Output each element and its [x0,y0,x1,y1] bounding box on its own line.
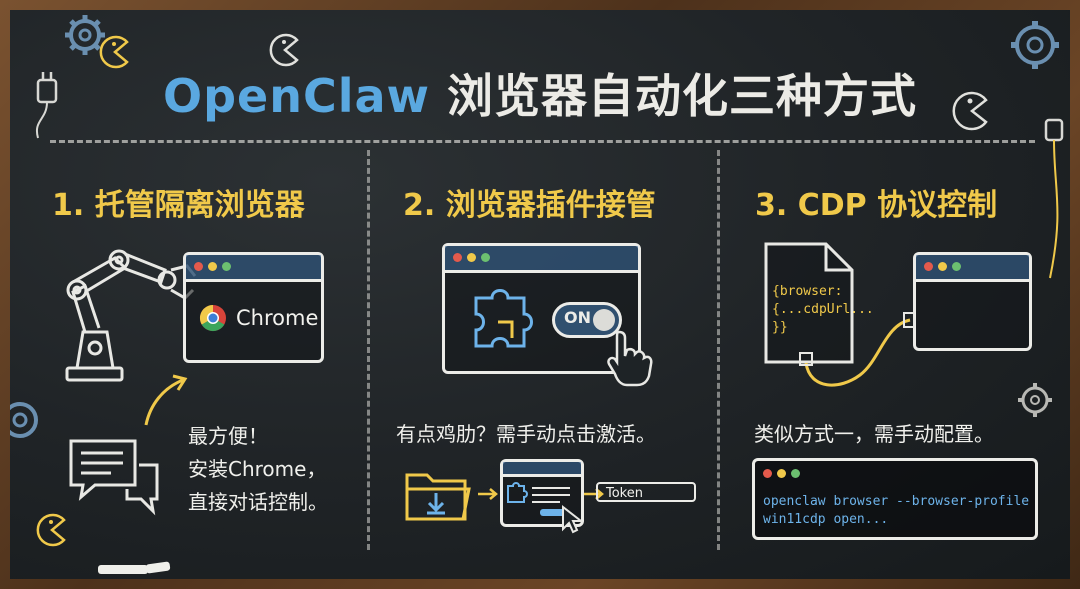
minimize-dot [467,253,476,262]
document-icon [764,242,854,364]
plug-icon [35,72,58,139]
config-snippet: {browser: {...cdpUrl... }} [772,283,874,337]
toggle-label: ON [564,308,591,327]
maximize-dot [481,253,490,262]
chalk-piece [145,561,171,574]
section-1-heading: 1. 托管隔离浏览器 [52,188,305,223]
chrome-label: Chrome [236,306,319,330]
robot-arm-icon [65,249,197,382]
popup-content-icon [507,482,570,516]
minimize-dot [208,262,217,271]
folder-download-icon [405,473,471,521]
maximize-dot [791,469,800,478]
window-titlebar [445,246,638,273]
config-line: }} [772,320,788,335]
config-line: {browser: [772,284,843,299]
page-title: OpenClaw 浏览器自动化三种方式 [10,60,1070,126]
gear-icon [1018,383,1052,417]
close-dot [194,262,203,271]
puzzle-icon [474,289,533,348]
terminal-command-line: openclaw browser --browser-profile [763,494,1030,509]
gear-icon [1011,21,1059,69]
window-titlebar [503,462,581,477]
arrow-icon [584,488,604,500]
maximize-dot [952,262,961,271]
pacman-icon [952,91,988,131]
pacman-icon [269,33,299,67]
terminal-command-line: win11cdp open... [763,512,889,527]
chalk-piece [98,565,148,574]
section-2-caption: 有点鸡肋？需手动点击激活。 [396,422,656,446]
chrome-row: Chrome [198,303,318,333]
title-text: 浏览器自动化三种方式 [447,69,918,123]
title-divider [50,140,1035,143]
maximize-dot [222,262,231,271]
caption-line: 直接对话控制。 [188,490,328,514]
minimize-dot [938,262,947,271]
pacman-icon [99,35,129,69]
gear-icon [65,15,105,55]
pacman-icon [36,513,66,547]
column-divider [717,150,720,550]
arrow-icon [478,488,498,500]
brand-name: OpenClaw [162,69,431,123]
close-dot [924,262,933,271]
window-titlebar [916,255,1029,282]
section-3-caption: 类似方式一，需手动配置。 [754,422,994,446]
pointer-cursor-icon [562,504,584,534]
section-1-caption: 最方便！ 安装Chrome， 直接对话控制。 [188,420,328,519]
chalkboard: OpenClaw 浏览器自动化三种方式 1. 托管隔离浏览器 [10,10,1070,579]
column-divider [367,150,370,550]
plug-icon [1044,118,1064,279]
cable-icon [799,312,915,387]
toggle-knob [593,309,615,331]
chat-bubbles-icon [69,439,159,516]
caption-line: 安装Chrome， [188,457,327,481]
browser-window [913,252,1032,351]
close-dot [453,253,462,262]
token-field[interactable]: Token [596,482,696,502]
browser-window: Chrome [183,252,324,363]
window-titlebar [186,255,321,282]
gear-icon [10,402,38,438]
section-2-heading: 2. 浏览器插件接管 [403,188,656,223]
extension-toggle[interactable]: ON [552,302,622,338]
arrow-icon [144,374,188,426]
terminal-window: openclaw browser --browser-profile win11… [752,458,1038,540]
chrome-logo-icon [199,304,226,332]
section-3-heading: 3. CDP 协议控制 [755,188,998,223]
caption-line: 最方便！ [188,424,268,448]
config-line: {...cdpUrl... [772,302,874,317]
hand-cursor-icon [607,330,653,387]
close-dot [763,469,772,478]
minimize-dot [777,469,786,478]
